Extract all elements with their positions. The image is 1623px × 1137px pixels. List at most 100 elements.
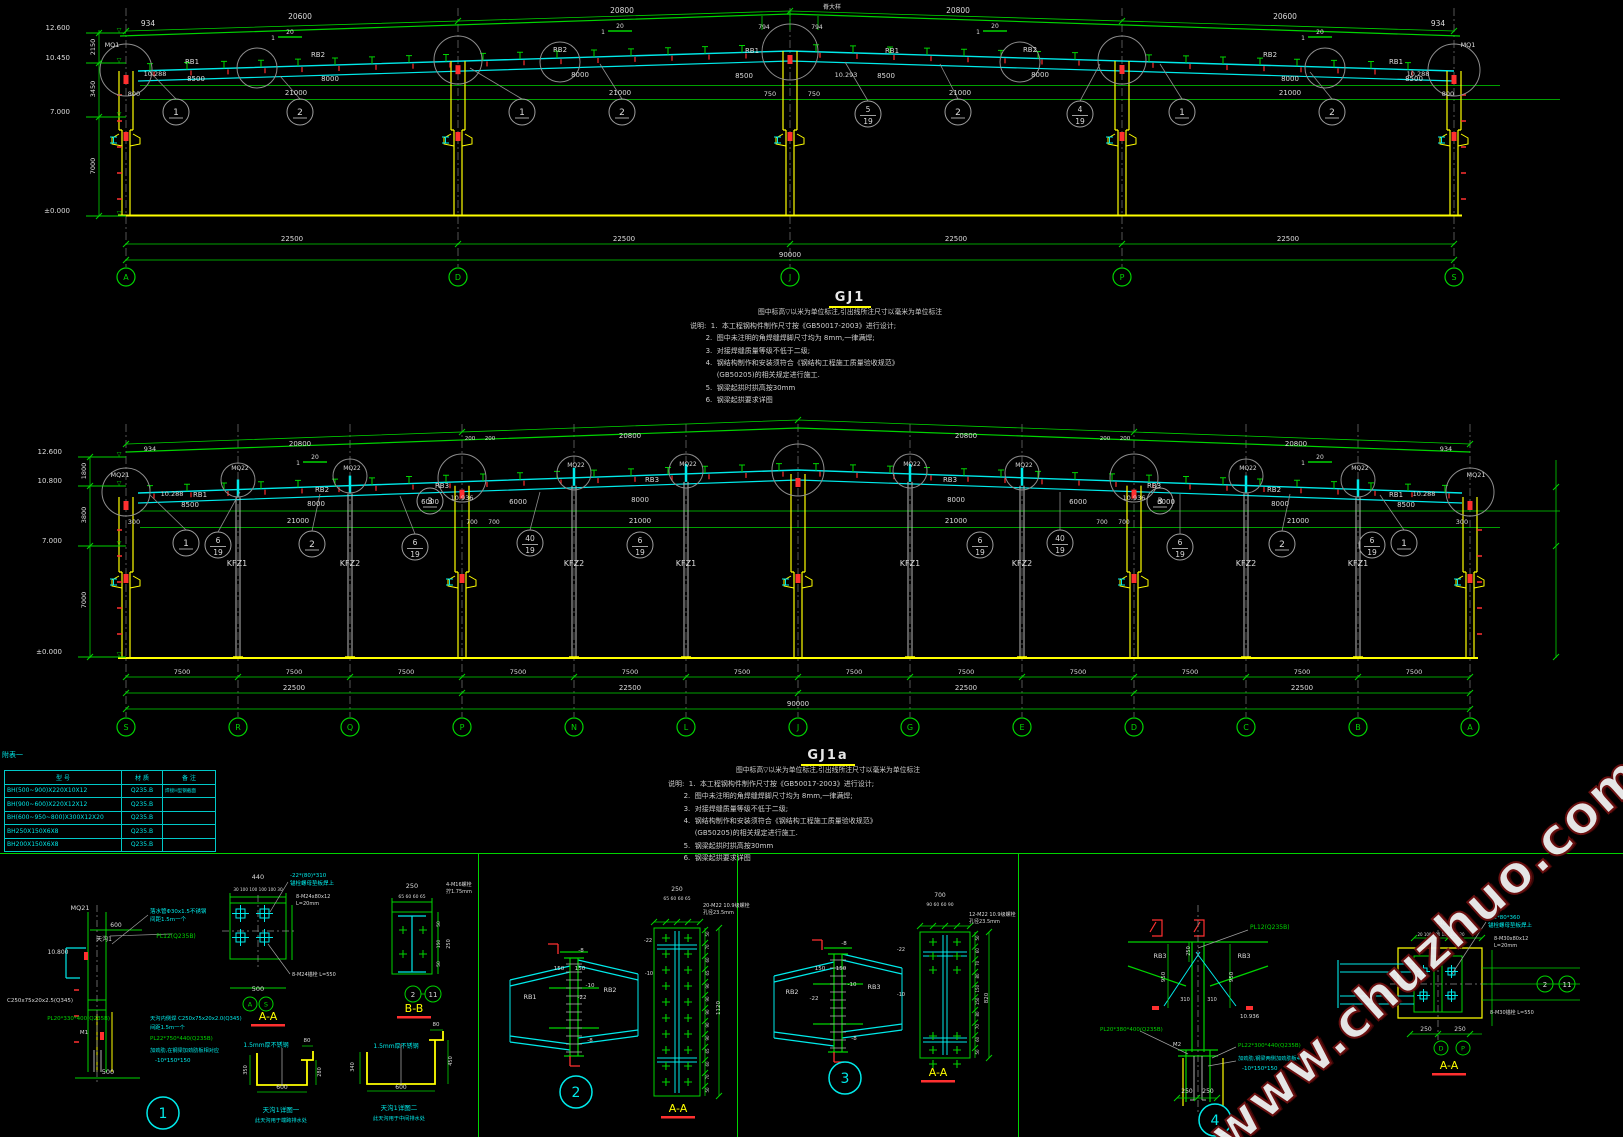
label: 1 <box>296 460 300 467</box>
label: 8000 <box>1031 71 1049 79</box>
table-cell: BH200X150X6X8 <box>4 837 122 852</box>
label: RB2 <box>311 51 325 59</box>
label: 1 <box>1301 460 1305 467</box>
label: C250x75x20x2.5(Q345) <box>7 998 73 1004</box>
label: 70 <box>705 1074 710 1080</box>
note-line: 4. 钢结构制作和安装须符合《钢结构工程施工质量验收规范》 <box>690 359 899 368</box>
label: PL12(Q235B) <box>156 933 196 940</box>
label: RB3 <box>1237 952 1250 960</box>
label: RB3 <box>943 476 957 484</box>
label: 1.5mm厚不锈钢 <box>243 1041 288 1049</box>
table-header: 材 质 <box>121 770 163 785</box>
label: 700 <box>1096 519 1108 526</box>
label: RB2 <box>603 986 616 994</box>
label: 80 <box>975 973 980 979</box>
label: -10 <box>848 982 857 988</box>
label: 10.936 <box>1123 494 1146 502</box>
label: A <box>123 273 129 282</box>
gj1a-title: GJ1a <box>668 748 988 766</box>
label: 6000 <box>509 498 527 506</box>
label: 3800 <box>80 507 88 524</box>
label: 200 <box>1100 436 1111 442</box>
label: 1 <box>159 1106 168 1122</box>
label: 90000 <box>787 700 809 708</box>
label: 2 <box>309 540 315 550</box>
table-cell <box>162 810 216 825</box>
label: 此天沟用于中间排水处 <box>373 1114 425 1122</box>
label: 19 <box>1367 548 1377 557</box>
label: J <box>788 273 791 282</box>
label: 750 <box>764 90 776 98</box>
label: 250 <box>671 886 683 893</box>
label: 450 <box>448 1056 454 1066</box>
label: 7500 <box>1182 668 1199 676</box>
note-line: 说明: 1. 本工程钢构件制作尺寸按《GB50017-2003》进行设计; <box>668 779 875 788</box>
label: 天沟1详图二 <box>381 1103 418 1112</box>
grid-bubble <box>676 717 696 737</box>
label: -22*(80)*310 <box>290 873 327 879</box>
label: 20800 <box>1285 440 1307 448</box>
label: 300 <box>128 518 140 526</box>
label: 5 <box>866 105 871 114</box>
member-table-caption: 附表一 <box>2 751 23 759</box>
table-cell: Q235.B <box>121 783 163 798</box>
gj1a-notes-header: 图中标高▽以米为单位标注,引出线所注尺寸以毫米为单位标注 <box>735 766 921 775</box>
label: 1 <box>519 108 525 118</box>
label: 250 <box>1454 1026 1466 1033</box>
label: 2 <box>955 108 961 118</box>
label: 7500 <box>1406 668 1423 676</box>
label: 1.5mm厚不锈钢 <box>373 1042 418 1050</box>
label: MQ22 <box>1239 465 1257 472</box>
table-cell: BH(900~600)X220X12X12 <box>4 797 122 812</box>
label: ±0.000 <box>36 648 62 656</box>
label: RB1 <box>885 47 899 55</box>
label: 22500 <box>283 684 305 692</box>
label: 200 <box>1120 436 1131 442</box>
label: MQ22 <box>903 461 921 468</box>
label: 80 <box>304 1038 311 1044</box>
label: 50 <box>975 935 980 941</box>
label: 1 <box>271 35 275 42</box>
label: C <box>1243 723 1249 732</box>
label: 794 <box>811 24 823 31</box>
label: 间距1.5m一个 <box>150 915 187 923</box>
label: 7500 <box>734 668 751 676</box>
label: L <box>684 723 689 732</box>
note-line: 4. 钢结构制作和安装须符合《钢结构工程施工质量验收规范》 <box>668 817 877 826</box>
grid-bubble <box>228 717 248 737</box>
table-cell: Q235.B <box>121 797 163 812</box>
label: M1 <box>80 1030 88 1036</box>
label: 2 <box>619 108 625 118</box>
label: 8000 <box>321 75 339 83</box>
label: 10.450 <box>46 54 71 62</box>
label: 10.293 <box>835 71 858 79</box>
label: 加劲肋,在钢梁加劲肋板相对应 <box>150 1046 219 1054</box>
label: A-A <box>259 1010 278 1023</box>
label: 22500 <box>955 684 977 692</box>
label: 21000 <box>1287 517 1309 525</box>
label: D <box>1438 1045 1443 1053</box>
label: 脊大样 <box>823 3 841 11</box>
label: ▽ <box>117 57 122 64</box>
label: RB2 <box>1023 46 1037 54</box>
label: 150 <box>975 997 980 1005</box>
grid-bubble <box>1460 717 1480 737</box>
label: 1 <box>173 108 179 118</box>
label: RB2 <box>1267 486 1281 494</box>
label: RB3 <box>867 983 880 991</box>
label: 22500 <box>613 235 635 243</box>
label: MQ22 <box>343 465 361 472</box>
label: -10 <box>897 992 905 998</box>
label: 19 <box>975 548 985 557</box>
label: PL12(Q235B) <box>1250 924 1290 931</box>
label: MQ22 <box>679 461 697 468</box>
grid-bubble <box>1236 717 1256 737</box>
table-cell <box>162 797 216 812</box>
label: 50 <box>436 921 442 927</box>
label: N <box>571 723 577 732</box>
label: 锚栓螺母垫板焊上 <box>290 879 335 887</box>
label: -10 <box>645 971 653 977</box>
